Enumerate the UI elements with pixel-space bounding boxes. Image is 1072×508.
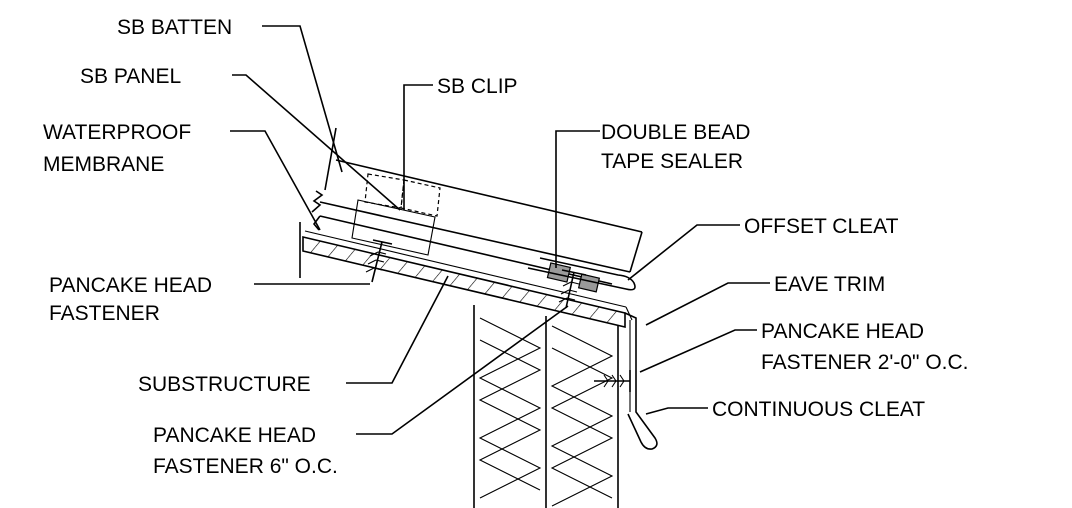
substructure-deck xyxy=(299,222,626,329)
label-sb-panel: SB PANEL xyxy=(80,65,181,88)
waterproof-membrane xyxy=(304,230,633,321)
label-double-bead-line1: DOUBLE BEAD xyxy=(601,121,750,144)
double-bead-tape-sealer xyxy=(546,262,601,309)
label-pancake-6in-line1: PANCAKE HEAD xyxy=(153,424,316,447)
label-substructure: SUBSTRUCTURE xyxy=(138,373,311,396)
callout-labels: SB BATTEN SB PANEL SB CLIP WATERPROOF ME… xyxy=(43,16,969,478)
label-eave-trim: EAVE TRIM xyxy=(774,273,885,296)
label-waterproof-line2: MEMBRANE xyxy=(43,153,164,176)
label-sb-clip: SB CLIP xyxy=(437,75,518,98)
label-pancake-2ft-line2: FASTENER 2'-0" O.C. xyxy=(761,351,969,374)
pancake-head-fastener-side xyxy=(594,370,631,392)
leader-lines xyxy=(230,25,770,435)
label-continuous-cleat: CONTINUOUS CLEAT xyxy=(712,398,925,421)
label-double-bead-line2: TAPE SEALER xyxy=(601,150,743,173)
label-waterproof-line1: WATERPROOF xyxy=(43,121,191,144)
eave-trim xyxy=(624,312,658,450)
pancake-head-fastener-left xyxy=(365,239,393,283)
offset-cleat xyxy=(527,257,636,291)
label-pancake-line2: FASTENER xyxy=(49,302,160,325)
label-pancake-2ft-line1: PANCAKE HEAD xyxy=(761,320,924,343)
label-offset-cleat: OFFSET CLEAT xyxy=(744,215,899,238)
label-pancake-line1: PANCAKE HEAD xyxy=(49,274,212,297)
sb-batten xyxy=(324,127,643,273)
label-sb-batten: SB BATTEN xyxy=(117,16,232,39)
label-pancake-6in-line2: FASTENER 6" O.C. xyxy=(153,455,338,478)
wood-blocking xyxy=(473,305,619,508)
sb-clip xyxy=(351,173,441,256)
